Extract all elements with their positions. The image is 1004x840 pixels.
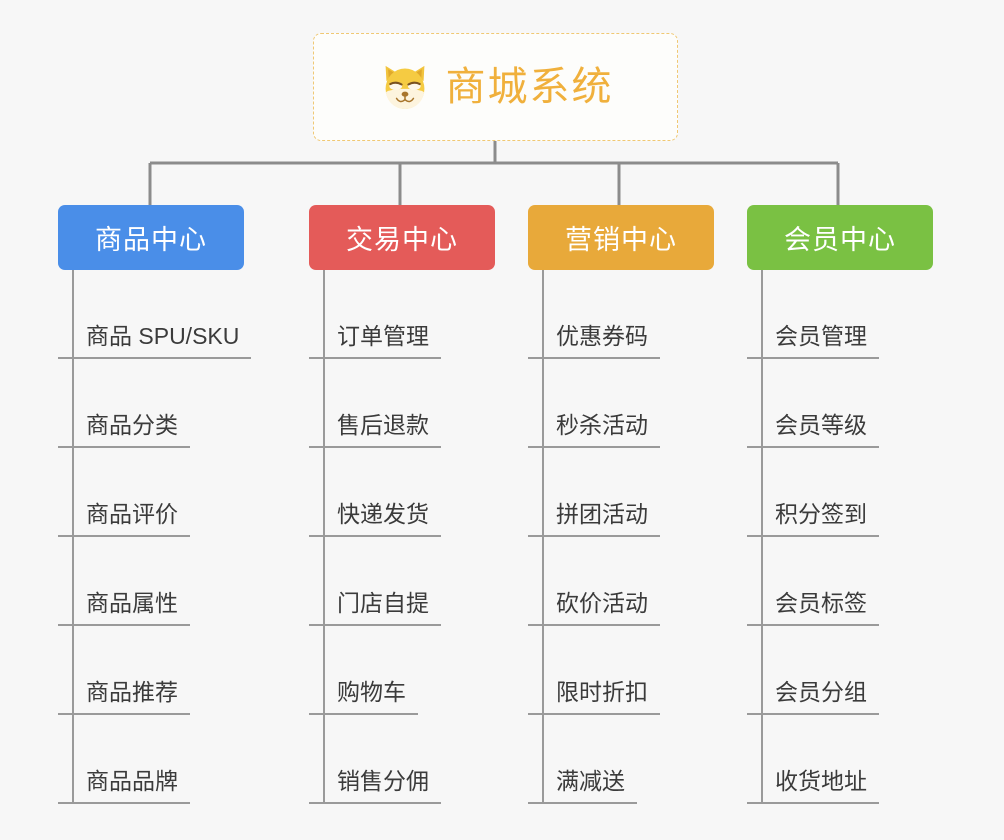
leaf-item[interactable]: 会员标签 <box>747 537 933 626</box>
leaf-item-label: 商品 SPU/SKU <box>58 325 252 359</box>
leaf-item[interactable]: 商品 SPU/SKU <box>58 270 252 359</box>
leaf-item-label: 售后退款 <box>309 414 441 448</box>
leaf-item[interactable]: 商品属性 <box>58 537 244 626</box>
leaf-item-label: 商品属性 <box>58 592 190 626</box>
shiba-dog-face-icon <box>385 65 424 109</box>
leaf-item[interactable]: 商品评价 <box>58 448 244 537</box>
leaf-item[interactable]: 优惠券码 <box>528 270 714 359</box>
leaf-item-label: 商品推荐 <box>58 681 190 715</box>
leaf-item[interactable]: 售后退款 <box>309 359 495 448</box>
branch-spine <box>323 270 325 804</box>
leaf-item[interactable]: 砍价活动 <box>528 537 714 626</box>
branch-header-3[interactable]: 营销中心 <box>528 205 714 270</box>
leaf-item-label: 会员管理 <box>747 325 879 359</box>
leaf-item-label: 商品品牌 <box>58 770 190 804</box>
leaf-item[interactable]: 秒杀活动 <box>528 359 714 448</box>
branch-header-label: 交易中心 <box>346 225 458 255</box>
branch-header-2[interactable]: 交易中心 <box>309 205 495 270</box>
leaf-item-label: 会员等级 <box>747 414 879 448</box>
branch-column-4: 会员中心 会员管理 会员等级 积分签到 会员标签 会员分组 收货地址 <box>747 205 933 804</box>
leaf-item-label: 快递发货 <box>309 503 441 537</box>
leaf-item[interactable]: 会员管理 <box>747 270 933 359</box>
branch-header-label: 营销中心 <box>565 225 677 255</box>
branch-leaf-list-1: 商品 SPU/SKU 商品分类 商品评价 商品属性 商品推荐 商品品牌 <box>58 270 252 804</box>
leaf-item-label: 门店自提 <box>309 592 441 626</box>
leaf-item-label: 收货地址 <box>747 770 879 804</box>
branch-column-1: 商品中心 商品 SPU/SKU 商品分类 商品评价 商品属性 商品推荐 商品品牌 <box>58 205 252 804</box>
leaf-item[interactable]: 限时折扣 <box>528 626 714 715</box>
leaf-item-label: 商品评价 <box>58 503 190 537</box>
leaf-item-label: 会员分组 <box>747 681 879 715</box>
branch-column-2: 交易中心 订单管理 售后退款 快递发货 门店自提 购物车 销售分佣 <box>309 205 495 804</box>
branch-column-3: 营销中心 优惠券码 秒杀活动 拼团活动 砍价活动 限时折扣 满减送 <box>528 205 714 804</box>
leaf-item-label: 购物车 <box>309 681 418 715</box>
leaf-item-label: 商品分类 <box>58 414 190 448</box>
leaf-item-label: 限时折扣 <box>528 681 660 715</box>
branch-leaf-list-3: 优惠券码 秒杀活动 拼团活动 砍价活动 限时折扣 满减送 <box>528 270 714 804</box>
branch-header-4[interactable]: 会员中心 <box>747 205 933 270</box>
leaf-item[interactable]: 购物车 <box>309 626 495 715</box>
leaf-item[interactable]: 收货地址 <box>747 715 933 804</box>
leaf-item-label: 优惠券码 <box>528 325 660 359</box>
leaf-item-label: 订单管理 <box>309 325 441 359</box>
branch-header-1[interactable]: 商品中心 <box>58 205 244 270</box>
leaf-item[interactable]: 商品品牌 <box>58 715 244 804</box>
branch-leaf-list-2: 订单管理 售后退款 快递发货 门店自提 购物车 销售分佣 <box>309 270 495 804</box>
branch-spine <box>542 270 544 804</box>
leaf-item-label: 积分签到 <box>747 503 879 537</box>
leaf-item[interactable]: 商品推荐 <box>58 626 244 715</box>
branch-header-label: 商品中心 <box>95 225 207 255</box>
leaf-item[interactable]: 积分签到 <box>747 448 933 537</box>
branch-leaf-list-4: 会员管理 会员等级 积分签到 会员标签 会员分组 收货地址 <box>747 270 933 804</box>
leaf-item[interactable]: 拼团活动 <box>528 448 714 537</box>
leaf-item[interactable]: 订单管理 <box>309 270 495 359</box>
branch-spine <box>761 270 763 804</box>
branch-header-label: 会员中心 <box>784 225 896 255</box>
branch-spine <box>72 270 74 804</box>
leaf-item-label: 秒杀活动 <box>528 414 660 448</box>
leaf-item[interactable]: 门店自提 <box>309 537 495 626</box>
leaf-item-label: 拼团活动 <box>528 503 660 537</box>
leaf-item-label: 砍价活动 <box>528 592 660 626</box>
leaf-item[interactable]: 快递发货 <box>309 448 495 537</box>
leaf-item[interactable]: 满减送 <box>528 715 714 804</box>
leaf-item[interactable]: 销售分佣 <box>309 715 495 804</box>
root-title: 商城系统 <box>445 65 614 109</box>
leaf-item[interactable]: 商品分类 <box>58 359 244 448</box>
leaf-item-label: 满减送 <box>528 770 637 804</box>
root-node[interactable]: 商城系统 <box>313 33 678 141</box>
leaf-item[interactable]: 会员等级 <box>747 359 933 448</box>
leaf-item-label: 销售分佣 <box>309 770 441 804</box>
leaf-item-label: 会员标签 <box>747 592 879 626</box>
leaf-item[interactable]: 会员分组 <box>747 626 933 715</box>
